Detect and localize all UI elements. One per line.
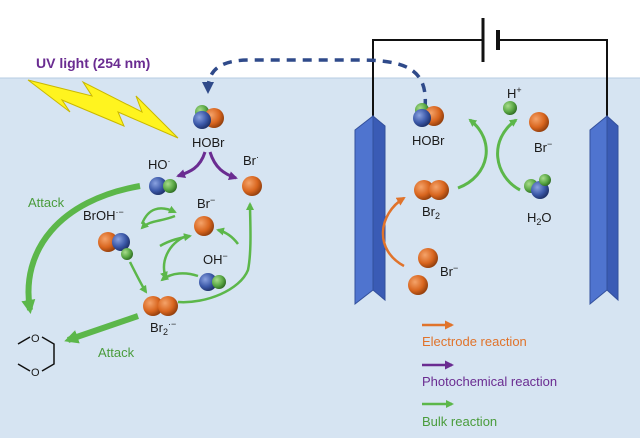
br2-molecule bbox=[414, 180, 449, 200]
cathode-electrode bbox=[589, 114, 619, 306]
transport-dashed-arrow bbox=[202, 58, 428, 109]
water-background bbox=[0, 78, 640, 438]
br-anion-right-label: Br− bbox=[534, 139, 552, 155]
hobr-label-left: HOBr bbox=[192, 135, 225, 150]
uv-lightning-bolt bbox=[27, 79, 179, 139]
ho-radical-molecule bbox=[149, 177, 177, 195]
photolysis-arrow-ho bbox=[176, 151, 207, 179]
svg-text:O: O bbox=[31, 367, 40, 379]
attack-arrow-top bbox=[21, 183, 141, 314]
attack-label-bottom: Attack bbox=[98, 345, 135, 360]
br2-radical-anion-molecule bbox=[143, 296, 178, 316]
oh-anion-label: OH− bbox=[203, 251, 228, 267]
attack-label-top: Attack bbox=[28, 195, 65, 210]
svg-text:O: O bbox=[31, 333, 40, 345]
br-radical-label: Br· bbox=[243, 152, 259, 168]
br2-label: Br2 bbox=[422, 204, 440, 221]
br-anion-bottom-label: Br− bbox=[440, 263, 458, 279]
h-plus-atom bbox=[503, 101, 517, 115]
photolysis-arrow-br bbox=[208, 151, 238, 181]
attack-arrow-bottom bbox=[64, 313, 139, 344]
br-anion-bottom-molecule bbox=[408, 248, 438, 295]
br2-radical-anion-label: Br2·− bbox=[150, 319, 176, 337]
br-radical-atom bbox=[242, 176, 262, 196]
bulk-reaction-arrows-left bbox=[128, 202, 255, 304]
br-anion-left-label: Br− bbox=[197, 195, 215, 211]
h-plus-label: H+ bbox=[507, 85, 522, 101]
hydrolysis-arrows bbox=[457, 118, 521, 192]
ho-radical-label: HO· bbox=[148, 156, 171, 172]
hobr-molecule-right bbox=[413, 103, 444, 127]
circuit bbox=[372, 18, 608, 122]
h2o-label: H2O bbox=[527, 210, 552, 227]
broh-radical-anion-label: BrOH·− bbox=[83, 207, 124, 223]
broh-molecule bbox=[98, 232, 133, 260]
h2o-molecule bbox=[524, 174, 551, 199]
hobr-label-right: HOBr bbox=[412, 133, 445, 148]
legend-photochemical-label: Photochemical reaction bbox=[422, 374, 557, 389]
uv-light-label: UV light (254 nm) bbox=[36, 55, 150, 71]
legend-electrode-label: Electrode reaction bbox=[422, 334, 527, 349]
electrode-oxidation-arrow bbox=[381, 196, 406, 268]
oh-anion-molecule bbox=[199, 273, 226, 291]
br-anion-right-atom bbox=[529, 112, 549, 132]
br-anion-left-atom bbox=[194, 216, 214, 236]
anode-electrode bbox=[354, 114, 386, 306]
hobr-molecule-left bbox=[193, 105, 224, 129]
legend: Electrode reaction Photochemical reactio… bbox=[422, 320, 557, 429]
dioxane-structure: O O bbox=[17, 333, 55, 379]
legend-bulk-label: Bulk reaction bbox=[422, 414, 497, 429]
